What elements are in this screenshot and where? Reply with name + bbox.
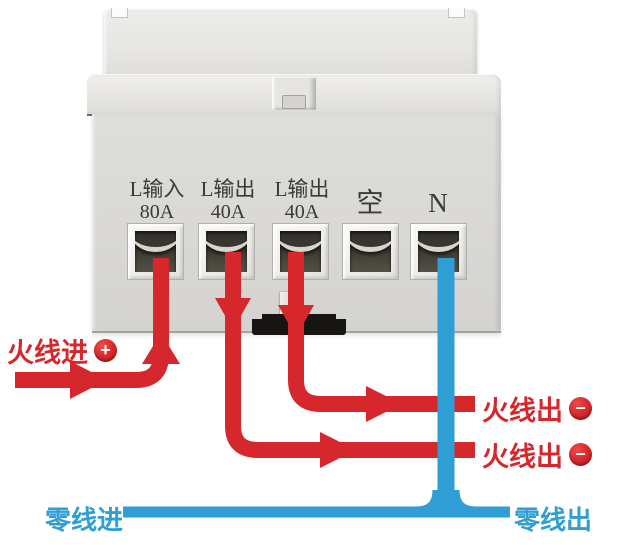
live-in-arrow-up-icon — [142, 333, 180, 364]
terminal-opening — [418, 231, 459, 272]
terminal-output-l-40a-2 — [272, 223, 329, 280]
neutral-out-label: 零线出 — [514, 500, 592, 537]
terminal-label-input: L输入 80A — [112, 177, 202, 224]
live-in-text: 火线进 — [7, 338, 88, 368]
live-out-text: 火线出 — [482, 396, 563, 426]
lid-notch-left — [111, 8, 128, 18]
neutral-in-label: 零线进 — [45, 500, 123, 537]
clip-notch-right — [336, 314, 346, 319]
terminal-rating-text: 40A — [284, 201, 320, 223]
terminal-label-output-2: L输出 40A — [257, 177, 347, 224]
live-out-text: 火线出 — [482, 442, 563, 472]
minus-badge-icon: − — [569, 397, 592, 420]
terminal-label-neutral: N — [393, 177, 483, 223]
plus-badge-icon: + — [94, 339, 117, 362]
terminal-label-text: L输出 — [274, 177, 330, 201]
terminal-label-empty: 空 — [325, 177, 415, 223]
terminal-opening — [135, 231, 176, 272]
terminal-label-output-1: L输出 40A — [183, 177, 273, 224]
terminal-output-l-40a-1 — [198, 223, 255, 280]
terminal-neutral-n — [410, 223, 467, 280]
clip-notch-left — [252, 314, 262, 319]
terminal-label-text: 空 — [356, 188, 384, 218]
terminal-clamp — [135, 231, 176, 253]
live-out-bottom-arrow-right-icon — [320, 432, 356, 468]
terminal-clamp — [206, 231, 247, 253]
terminal-opening — [350, 231, 391, 272]
device-lid — [104, 8, 477, 77]
terminal-label-text: L输出 — [200, 177, 256, 201]
terminal-input-l-80a — [127, 223, 184, 280]
terminal-rating-text: 80A — [139, 201, 175, 223]
terminal-label-text: N — [428, 188, 448, 218]
terminal-empty — [342, 223, 399, 280]
terminal-clamp — [418, 231, 459, 253]
lid-notch-right — [448, 8, 465, 18]
live-out-label-bottom: 火线出 − — [482, 435, 592, 474]
neutral-wire-fillet-right — [448, 489, 477, 518]
live-in-label: 火线进 + — [7, 331, 117, 370]
live-out-label-top: 火线出 − — [482, 389, 592, 428]
din-rail-clip — [252, 314, 346, 335]
terminal-opening — [280, 231, 321, 272]
terminal-clamp — [280, 231, 321, 253]
terminal-rating-text: 40A — [210, 201, 246, 223]
terminal-clamp — [350, 231, 391, 253]
neutral-wire-fillet-left — [415, 489, 444, 518]
live-out-top-arrow-right-icon — [366, 386, 402, 422]
terminal-label-text: L输入 — [129, 177, 185, 201]
neutral-in-text: 零线进 — [45, 505, 124, 535]
din-latch — [272, 77, 316, 110]
minus-badge-icon: − — [569, 443, 592, 466]
din-latch-slot — [282, 95, 306, 109]
neutral-out-text: 零线出 — [514, 505, 593, 535]
terminal-opening — [206, 231, 247, 272]
